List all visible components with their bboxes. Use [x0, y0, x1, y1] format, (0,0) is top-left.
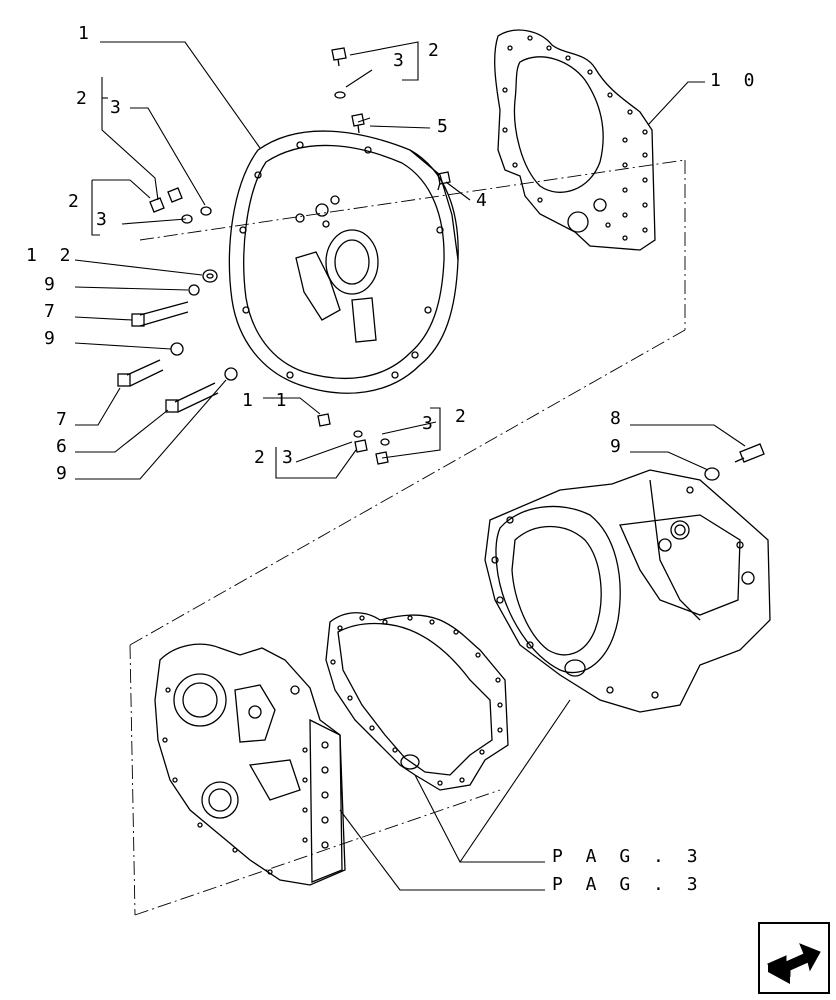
callout-2-top: 2 — [428, 40, 445, 61]
callout-3-bottom-left: 3 — [282, 447, 299, 468]
leader-lines — [74, 41, 746, 891]
callout-9-a: 9 — [44, 274, 61, 295]
callout-3-left-b: 3 — [96, 209, 113, 230]
callout-3-top: 3 — [393, 50, 410, 71]
next-page-arrow-graphic — [758, 922, 830, 994]
callout-9-b: 9 — [44, 328, 61, 349]
callout-4: 4 — [476, 190, 493, 211]
callout-11: 1 1 — [242, 390, 293, 411]
callout-2-bottom-right: 2 — [455, 406, 472, 427]
assembly-boundary-lines — [129, 159, 686, 916]
callout-8: 8 — [610, 408, 627, 429]
callout-2-bottom-left: 2 — [254, 447, 271, 468]
gasket-middle — [325, 612, 509, 791]
front-cover — [154, 643, 346, 886]
callout-10: 1 0 — [710, 70, 761, 91]
gasket-top-right — [494, 29, 656, 251]
page-ref-a[interactable]: P A G . 3 — [552, 846, 704, 867]
fasteners-top — [117, 47, 765, 481]
callout-3-bottom-right: 3 — [422, 413, 439, 434]
next-page-arrow-icon[interactable] — [758, 922, 830, 994]
flywheel-housing — [228, 130, 459, 394]
callout-12: 1 2 — [26, 245, 77, 266]
callout-9-d: 9 — [610, 436, 627, 457]
callout-2-left-b: 2 — [68, 191, 85, 212]
callout-2-left-a: 2 — [76, 88, 93, 109]
callout-6: 6 — [56, 436, 73, 457]
callout-7-a: 7 — [44, 301, 61, 322]
callout-1: 1 — [78, 23, 95, 44]
callout-5: 5 — [437, 116, 454, 137]
callout-3-left-a: 3 — [110, 97, 127, 118]
callout-7-b: 7 — [56, 409, 73, 430]
page-ref-b[interactable]: P A G . 3 — [552, 874, 704, 895]
transmission-housing — [484, 469, 771, 713]
callout-9-c: 9 — [56, 463, 73, 484]
